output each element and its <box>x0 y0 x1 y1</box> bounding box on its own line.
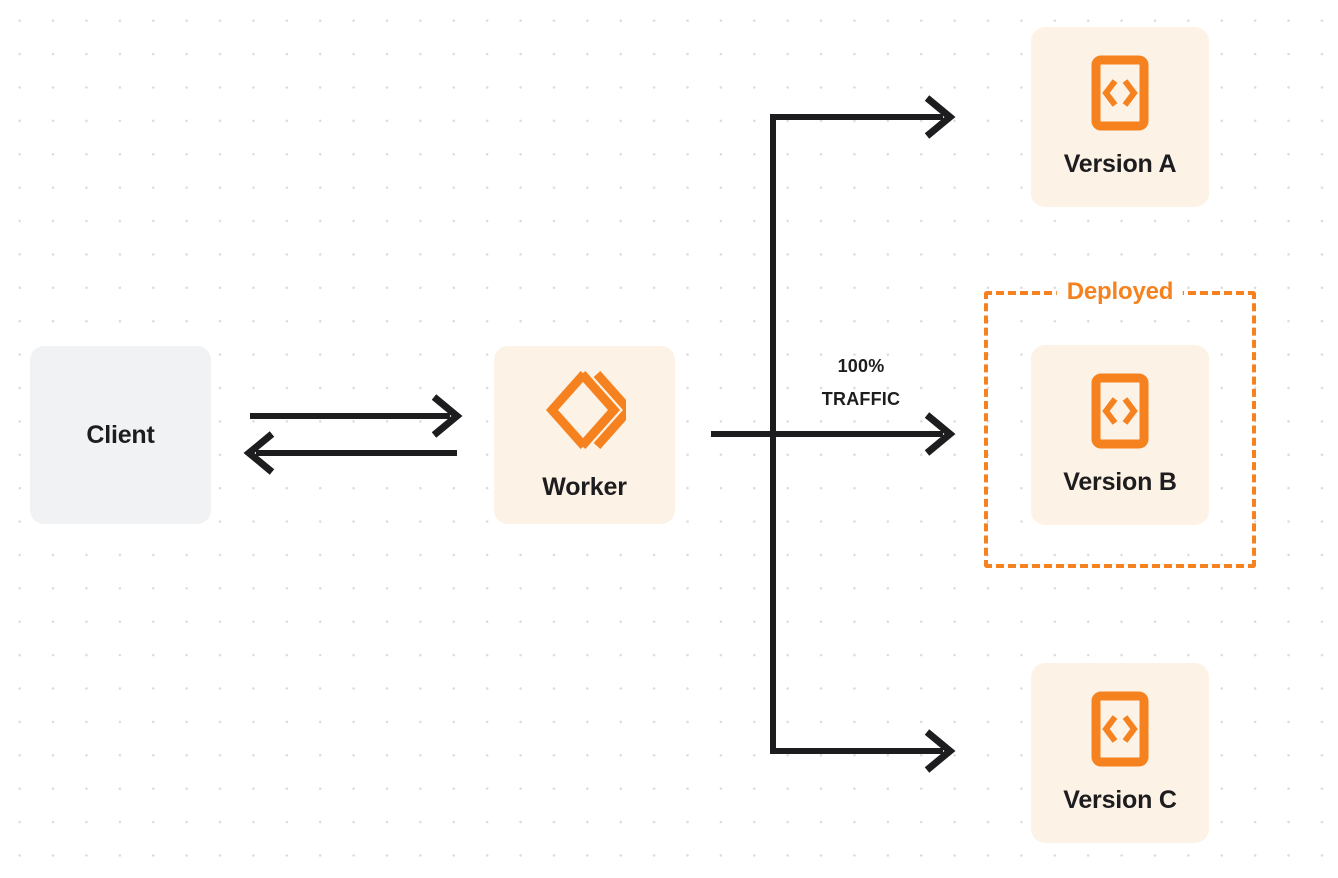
node-worker-label: Worker <box>542 473 627 501</box>
node-version-c[interactable]: Version C <box>1031 663 1209 843</box>
node-client-label: Client <box>86 420 155 449</box>
group-deployed: Deployed <box>984 277 1256 568</box>
arrow-worker-to-version-c <box>771 729 956 773</box>
node-version-b[interactable]: Version B <box>1031 345 1209 525</box>
node-version-c-label: Version C <box>1063 786 1177 814</box>
node-version-b-label: Version B <box>1063 468 1177 496</box>
traffic-percent: 100% <box>837 356 885 376</box>
node-version-a[interactable]: Version A <box>1031 27 1209 207</box>
code-file-icon <box>1091 373 1149 454</box>
arrow-client-to-worker <box>250 394 463 438</box>
node-worker[interactable]: Worker <box>494 346 675 524</box>
arrow-worker-to-version-a <box>771 95 956 139</box>
traffic-unit: TRAFFIC <box>821 389 901 409</box>
cloudflare-workers-logo-icon <box>544 368 635 457</box>
node-version-a-label: Version A <box>1063 150 1177 178</box>
arrow-worker-to-version-b <box>711 412 956 456</box>
traffic-annotation: 100% TRAFFIC <box>781 350 941 416</box>
group-deployed-label: Deployed <box>1056 277 1184 307</box>
code-file-icon <box>1091 55 1149 136</box>
arrow-worker-to-client <box>243 431 457 475</box>
node-client[interactable]: Client <box>30 346 211 524</box>
code-file-icon <box>1091 691 1149 772</box>
